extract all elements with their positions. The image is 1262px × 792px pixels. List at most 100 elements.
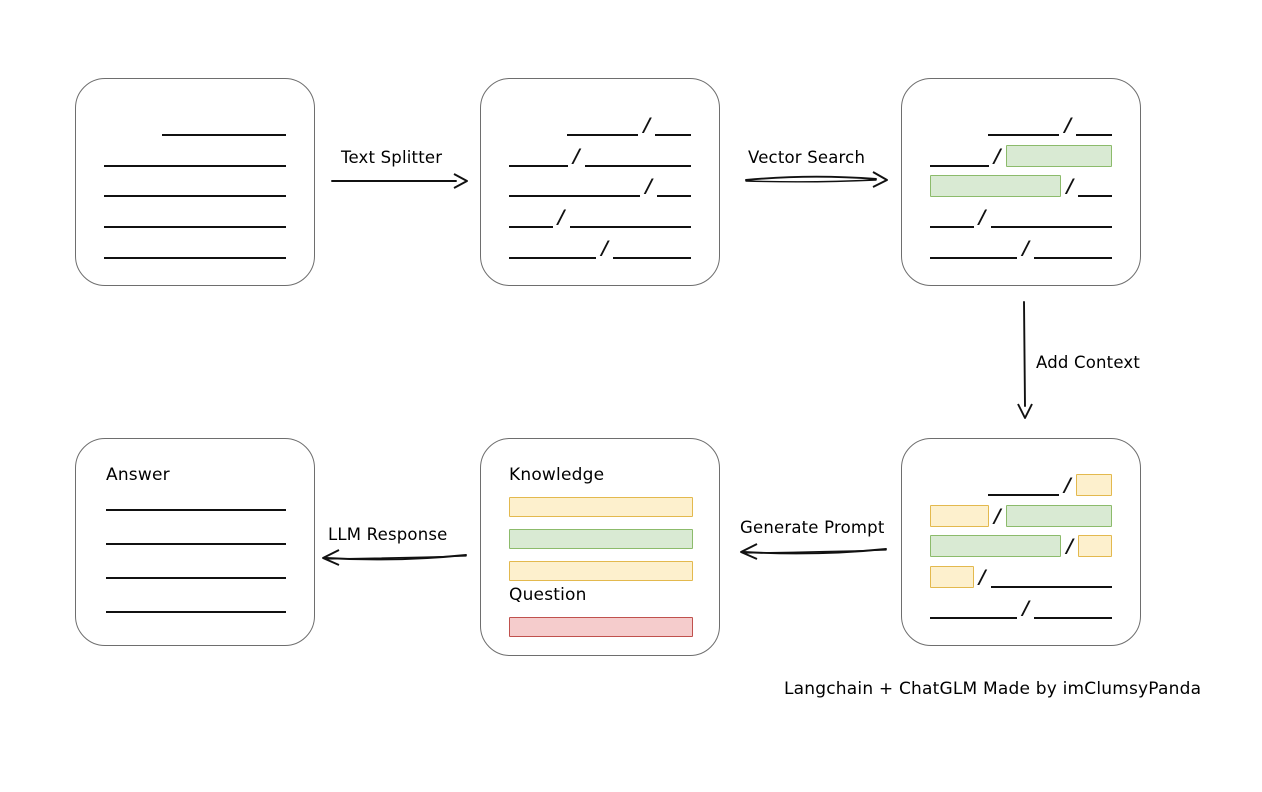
arrow-llm-response — [318, 546, 468, 572]
text-row — [104, 228, 286, 259]
text-row: / — [930, 136, 1112, 167]
text-segment — [104, 243, 286, 259]
text-row: / — [930, 557, 1112, 589]
text-segment — [509, 243, 597, 259]
text-row — [104, 136, 286, 167]
answer-label: Answer — [106, 465, 170, 485]
segment-separator: / — [978, 566, 986, 589]
text-row: / — [930, 588, 1112, 619]
text-segment — [104, 181, 286, 198]
segment-separator: / — [1066, 535, 1074, 558]
context-chunks-box[interactable]: / / / / / — [901, 438, 1141, 646]
text-row: / — [509, 167, 691, 198]
text-row: / — [930, 465, 1112, 496]
answer-line — [106, 543, 286, 545]
source-document-box[interactable] — [75, 78, 315, 286]
answer-box[interactable]: Answer — [75, 438, 315, 646]
segment-separator: / — [1064, 473, 1071, 496]
text-segment — [509, 151, 568, 167]
question-bar-red — [509, 617, 693, 637]
text-segment — [988, 120, 1060, 136]
arrow-add-context — [1012, 300, 1038, 424]
text-row: / — [509, 105, 691, 136]
segment-separator: / — [645, 175, 653, 198]
context-chunks-rows: / / / / / — [902, 439, 1140, 645]
diagram-caption: Langchain + ChatGLM Made by imClumsyPand… — [784, 679, 1202, 699]
highlight-segment-green — [930, 535, 1062, 558]
knowledge-bar-green — [509, 529, 693, 549]
segment-separator: / — [993, 144, 1001, 167]
text-row — [104, 105, 286, 136]
text-segment — [930, 151, 989, 167]
highlight-segment-green — [1005, 144, 1112, 167]
knowledge-bar-yellow — [509, 497, 693, 517]
edge-label-generate-prompt: Generate Prompt — [740, 518, 885, 537]
text-segment — [162, 120, 286, 136]
text-row: / — [509, 136, 691, 167]
text-segment — [988, 480, 1060, 496]
highlight-segment-green — [930, 175, 1062, 198]
text-segment — [613, 243, 691, 259]
text-segment — [930, 603, 1018, 619]
text-row: / — [930, 527, 1112, 558]
split-chunks-box[interactable]: / / / / / — [480, 78, 720, 286]
answer-line — [106, 509, 286, 511]
text-row: / — [930, 228, 1112, 259]
text-row: / — [930, 197, 1112, 229]
text-segment — [930, 243, 1018, 259]
segment-separator: / — [572, 144, 580, 167]
answer-line — [106, 611, 286, 613]
text-segment — [990, 212, 1112, 229]
answer-line — [106, 577, 286, 579]
text-row: / — [930, 105, 1112, 136]
split-chunks-rows: / / / / / — [481, 79, 719, 285]
text-segment — [509, 212, 553, 229]
text-segment — [1034, 243, 1112, 259]
arrow-text-splitter — [330, 170, 470, 194]
text-segment — [1076, 120, 1112, 136]
edge-label-vector-search: Vector Search — [748, 148, 866, 167]
text-segment — [1034, 603, 1112, 619]
text-row: / — [930, 167, 1112, 198]
knowledge-bar-yellow — [509, 561, 693, 581]
text-segment — [567, 120, 639, 136]
segment-separator: / — [601, 236, 609, 259]
text-segment — [930, 212, 974, 229]
edge-label-llm-response: LLM Response — [328, 525, 448, 544]
segment-separator: / — [1064, 113, 1072, 136]
arrow-generate-prompt — [736, 540, 888, 566]
text-segment — [104, 151, 286, 167]
edge-label-text-splitter: Text Splitter — [341, 148, 443, 167]
question-label: Question — [509, 585, 587, 605]
segment-separator: / — [1022, 596, 1030, 619]
segment-separator: / — [978, 206, 986, 229]
text-segment — [104, 212, 286, 229]
text-row: / — [509, 228, 691, 259]
highlight-segment-yellow — [1078, 535, 1112, 558]
arrow-vector-search — [744, 168, 892, 194]
text-segment — [1078, 181, 1112, 198]
segment-separator: / — [1066, 175, 1074, 198]
segment-separator: / — [557, 206, 565, 229]
text-segment — [657, 181, 691, 198]
text-segment — [990, 572, 1112, 589]
highlight-segment-yellow — [1075, 473, 1112, 496]
highlight-segment-yellow — [930, 504, 989, 527]
segment-separator: / — [643, 113, 651, 136]
text-segment — [584, 151, 691, 167]
segment-separator: / — [1022, 236, 1030, 259]
knowledge-label: Knowledge — [509, 465, 605, 485]
highlight-segment-yellow — [930, 566, 974, 589]
source-document-rows — [76, 79, 314, 285]
text-row: / — [509, 197, 691, 229]
text-row: / — [930, 496, 1112, 527]
matched-chunks-box[interactable]: / / / / / — [901, 78, 1141, 286]
highlight-segment-green — [1005, 504, 1112, 527]
edge-label-add-context: Add Context — [1036, 353, 1141, 372]
text-row — [104, 167, 286, 198]
text-segment — [655, 120, 691, 136]
text-row — [104, 197, 286, 229]
prompt-box[interactable]: Knowledge Question — [480, 438, 720, 656]
segment-separator: / — [993, 504, 1001, 527]
